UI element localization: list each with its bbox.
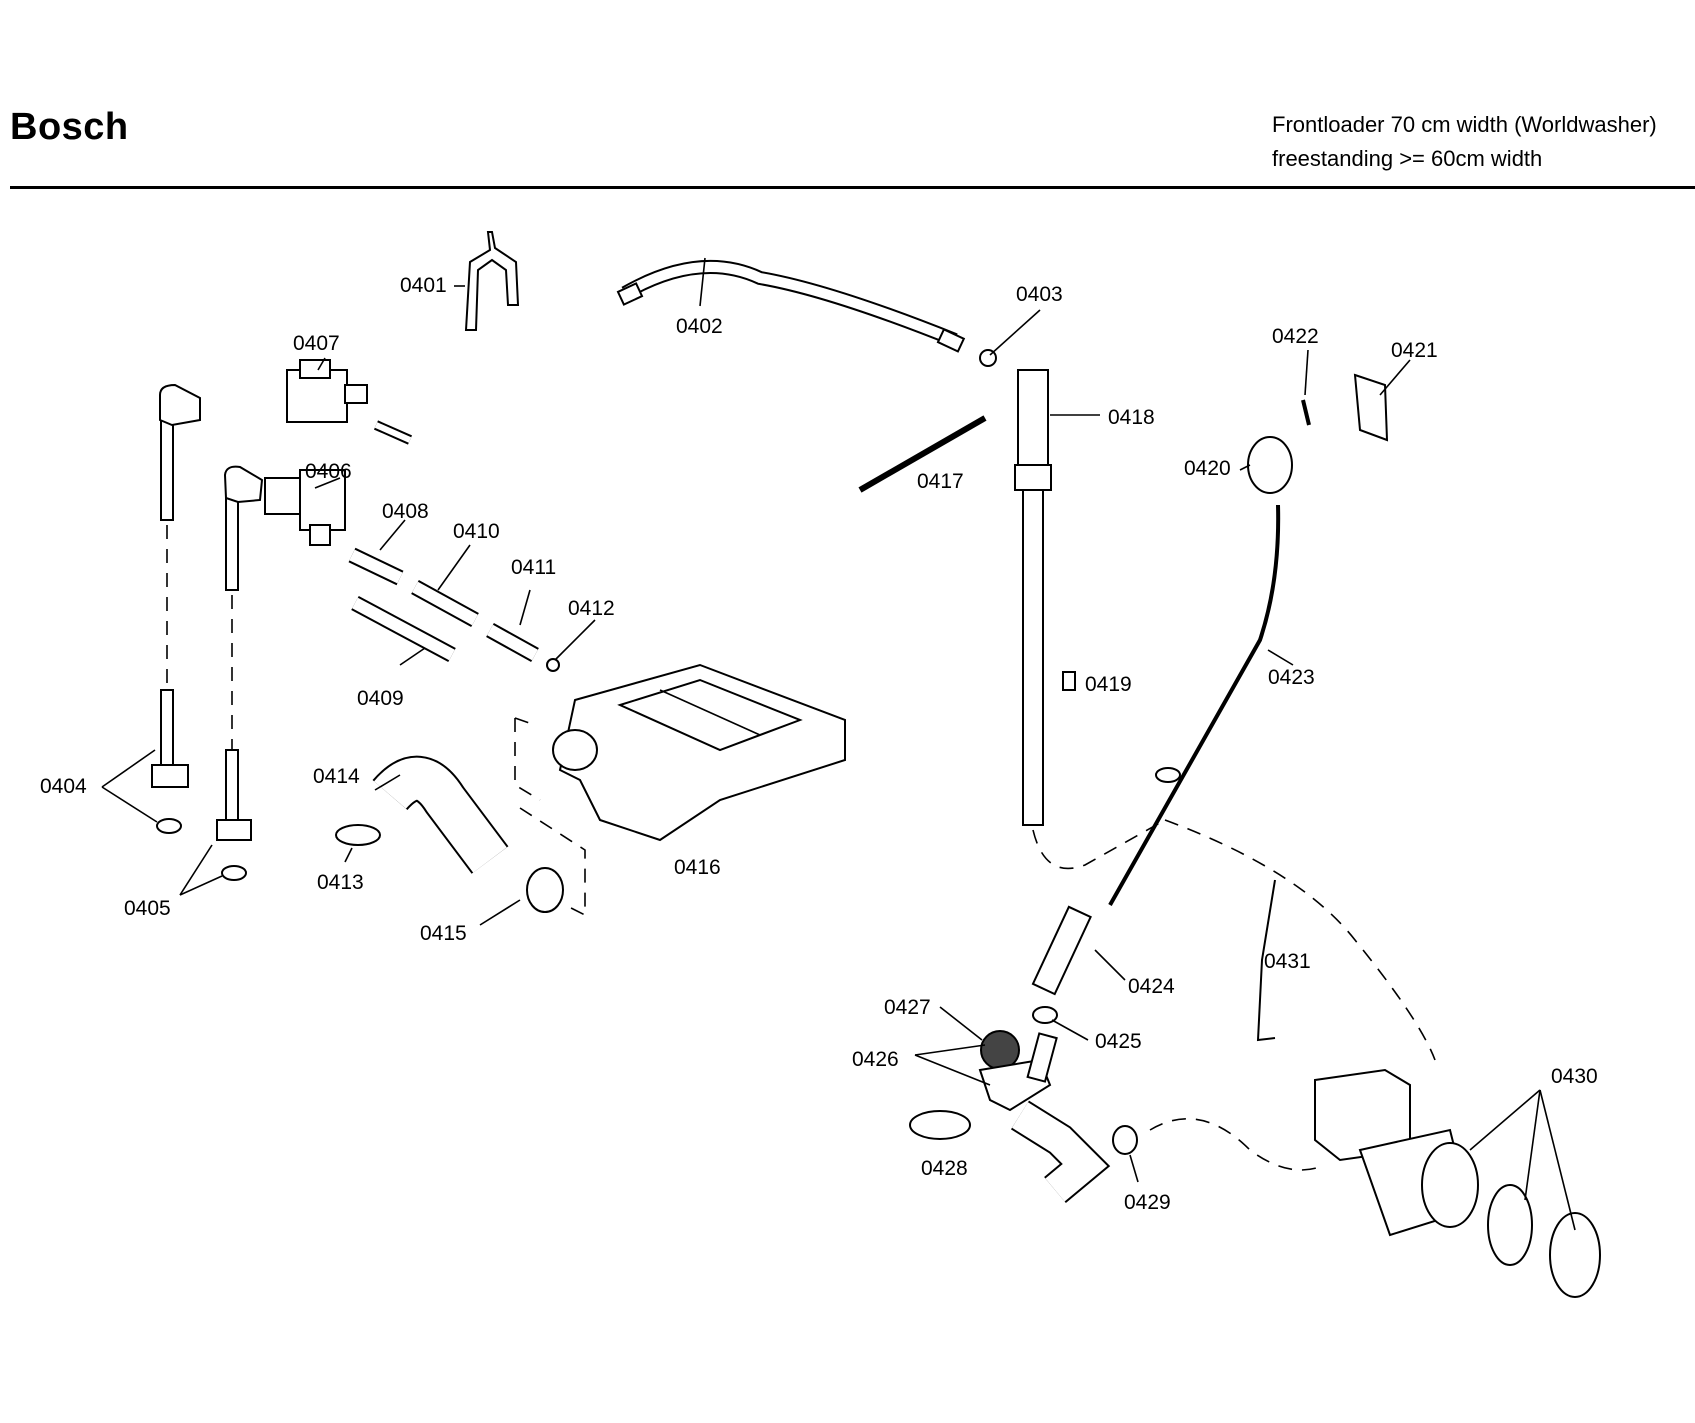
label-0419: 0419 xyxy=(1085,673,1132,696)
label-0424: 0424 xyxy=(1128,975,1175,998)
label-0430: 0430 xyxy=(1551,1065,1598,1088)
label-0416: 0416 xyxy=(674,856,721,879)
label-0417: 0417 xyxy=(917,470,964,493)
part-hoses-0408-0411 xyxy=(348,420,560,672)
label-0413: 0413 xyxy=(317,871,364,894)
label-0425: 0425 xyxy=(1095,1030,1142,1053)
part-0420-pressure-switch xyxy=(1247,436,1293,494)
brand-title: Bosch xyxy=(10,106,129,148)
part-0421-bracket xyxy=(1353,373,1389,442)
label-0429: 0429 xyxy=(1124,1191,1171,1214)
part-0413-clamp xyxy=(335,824,381,846)
header-divider xyxy=(10,186,1695,189)
label-0421: 0421 xyxy=(1391,339,1438,362)
part-0428-clamp xyxy=(909,1110,971,1140)
label-0410: 0410 xyxy=(453,520,500,543)
part-0426-sump xyxy=(978,1032,1111,1204)
label-0402: 0402 xyxy=(676,315,723,338)
part-0407-valve xyxy=(286,359,368,423)
label-0418: 0418 xyxy=(1108,406,1155,429)
label-0409: 0409 xyxy=(357,687,404,710)
label-0414: 0414 xyxy=(313,765,360,788)
part-0402-hose xyxy=(616,259,966,353)
part-0431-wire xyxy=(1256,879,1276,1042)
part-0425-clamp xyxy=(1032,1006,1058,1024)
label-0411: 0411 xyxy=(511,556,556,579)
label-0405: 0405 xyxy=(124,897,171,920)
label-0407: 0407 xyxy=(293,332,340,355)
label-0412: 0412 xyxy=(568,597,615,620)
label-0408: 0408 xyxy=(382,500,429,523)
label-0422: 0422 xyxy=(1272,325,1319,348)
part-0415-clamp xyxy=(526,867,564,913)
label-0427: 0427 xyxy=(884,996,931,1019)
leader-lines xyxy=(101,257,1576,1231)
label-0403: 0403 xyxy=(1016,283,1063,306)
label-0426: 0426 xyxy=(852,1048,899,1071)
part-0406-valve xyxy=(264,469,346,546)
label-0415: 0415 xyxy=(420,922,467,945)
part-0422-screw xyxy=(1301,399,1311,426)
label-0401: 0401 xyxy=(400,274,447,297)
part-0405-inlet-assembly xyxy=(216,465,264,881)
label-0431: 0431 xyxy=(1264,950,1311,973)
part-0424-tube xyxy=(1031,905,1092,996)
part-0429-clamp xyxy=(1112,1125,1138,1155)
part-0404-inlet-assembly xyxy=(151,383,201,834)
label-0428: 0428 xyxy=(921,1157,968,1180)
label-0404: 0404 xyxy=(40,775,87,798)
model-description-line-2: freestanding >= 60cm width xyxy=(1272,146,1543,171)
label-0406: 0406 xyxy=(305,460,352,483)
part-0401-y-connector xyxy=(464,231,520,331)
label-0423: 0423 xyxy=(1268,666,1315,689)
part-0423-tube xyxy=(1108,504,1281,906)
label-0420: 0420 xyxy=(1184,457,1231,480)
model-description-line-1: Frontloader 70 cm width (Worldwasher) xyxy=(1272,112,1657,137)
part-0419-air-chamber-tube xyxy=(1022,489,1076,826)
part-0414-bellows xyxy=(372,755,509,874)
part-0427-ball xyxy=(980,1030,1020,1070)
part-0417-tube xyxy=(858,415,987,493)
part-0418-air-chamber xyxy=(1014,369,1052,491)
part-0430-drain-pump xyxy=(1314,1068,1601,1298)
part-0416-dispenser-housing xyxy=(552,663,846,842)
